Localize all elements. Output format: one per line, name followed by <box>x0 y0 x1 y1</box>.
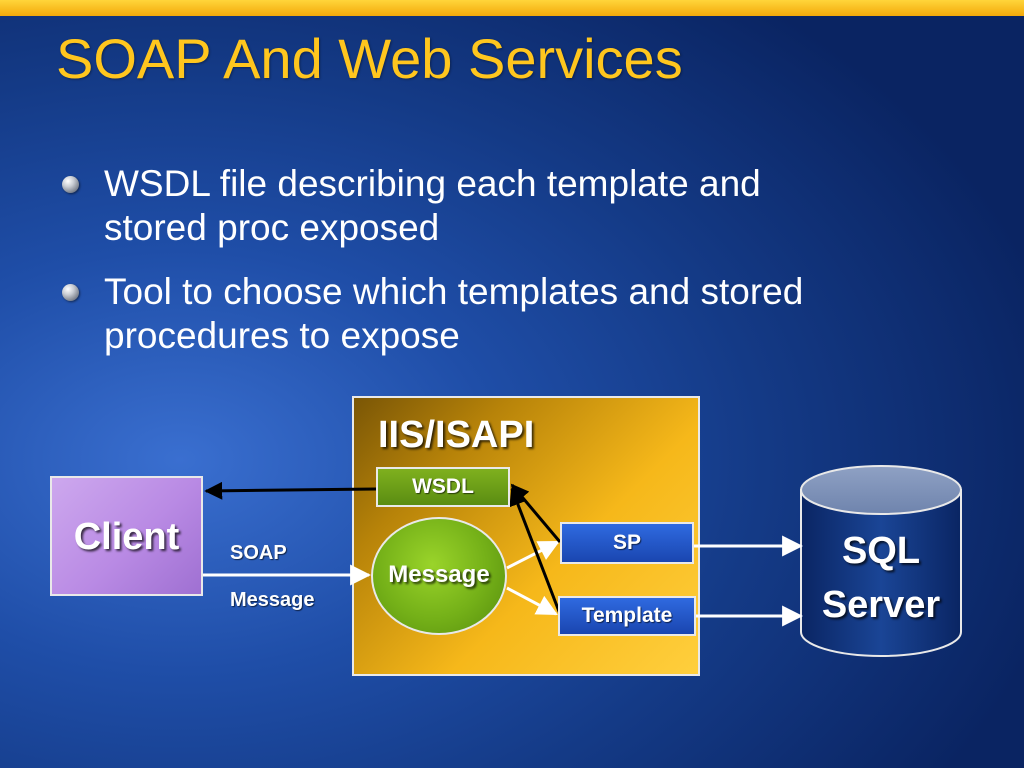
slide-title: SOAP And Web Services <box>56 27 683 90</box>
bullet-text-line: WSDL file describing each template and <box>104 163 761 204</box>
bullet-text-line: stored proc exposed <box>104 207 440 248</box>
server-label-line: Server <box>821 584 941 626</box>
message-node: Message <box>371 517 507 635</box>
message-label: Message <box>388 561 490 588</box>
bullet-item: WSDL file describing each template and s… <box>62 162 1002 250</box>
bullet-icon <box>62 176 79 193</box>
bullet-list: WSDL file describing each template and s… <box>62 162 1002 378</box>
template-to-wsdl-arrow <box>509 487 562 615</box>
template-box: Template <box>558 596 696 636</box>
wsdl-box: WSDL <box>376 467 510 507</box>
soap-message-label: Message <box>230 589 315 611</box>
sp-to-wsdl-arrow <box>510 483 562 543</box>
top-accent-bar <box>0 0 1024 16</box>
sql-label-line: SQL <box>841 530 921 572</box>
wsdl-to-client-arrow <box>204 481 377 500</box>
bullet-icon <box>62 284 79 301</box>
client-label: Client <box>73 516 180 558</box>
sp-box: SP <box>560 522 694 564</box>
iis-isapi-label: IIS/ISAPI <box>378 414 535 456</box>
bullet-item: Tool to choose which templates and store… <box>62 270 1002 358</box>
message-to-sp-arrow <box>506 540 560 570</box>
client-box: Client <box>50 476 203 596</box>
soap-label: SOAP <box>230 542 287 564</box>
bullet-text-line: procedures to expose <box>104 315 460 356</box>
sql-server-label: SQL Server <box>800 524 962 632</box>
bullet-text-line: Tool to choose which templates and store… <box>104 271 804 312</box>
sql-server-database-icon <box>800 465 962 657</box>
message-to-template-arrow <box>506 586 558 616</box>
